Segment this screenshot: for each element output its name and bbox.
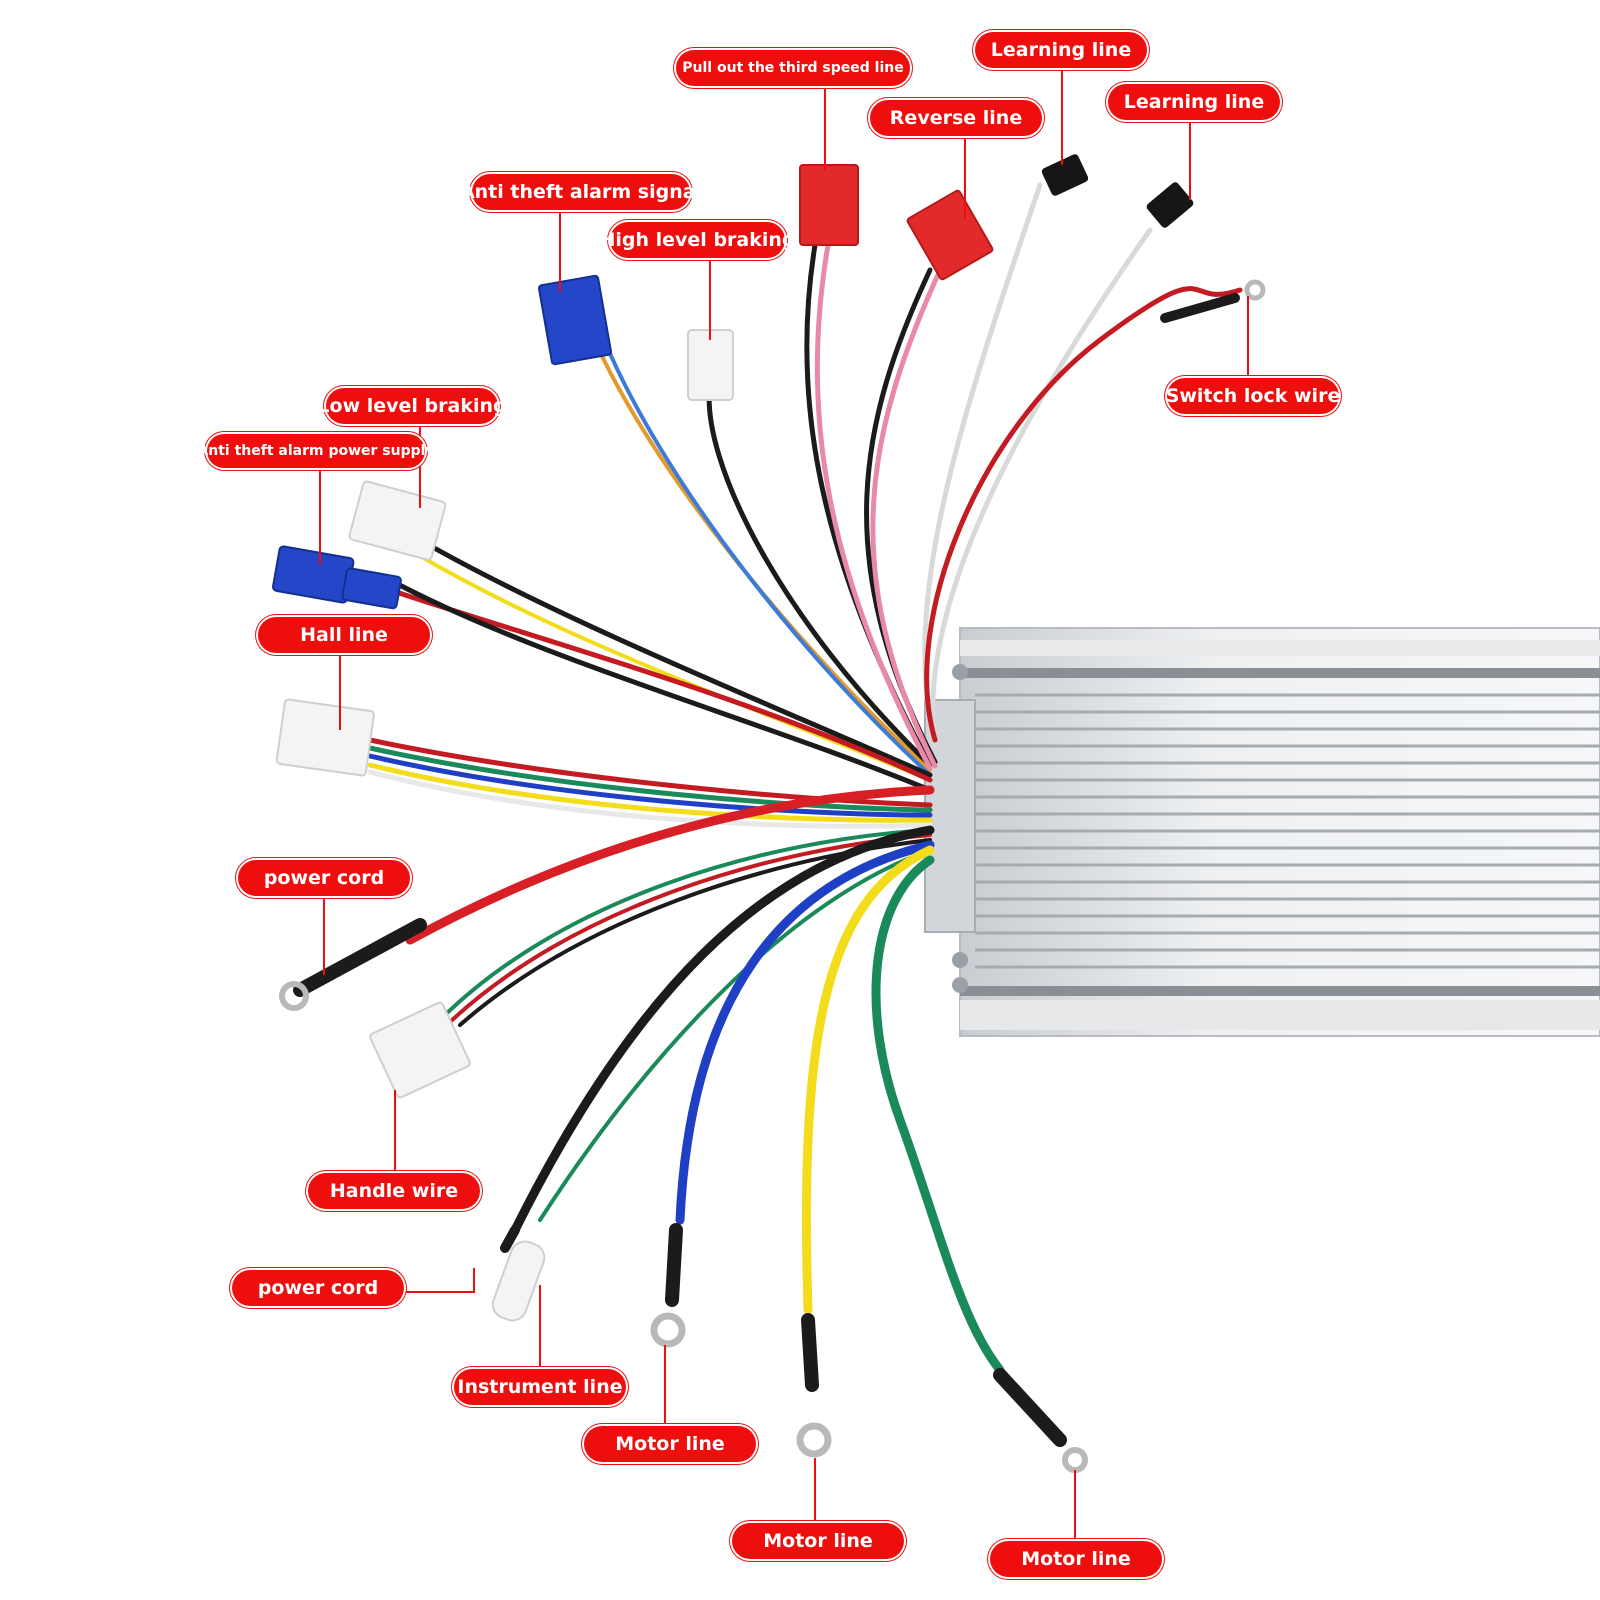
label-learning-line-1: Learning line (975, 32, 1147, 68)
label-high-level-braking: High level braking (599, 222, 796, 258)
leader-lines (319, 68, 1249, 1540)
label-pull-third-speed: Pull out the third speed line (676, 50, 910, 86)
hall-wires (367, 737, 933, 829)
label-learning-line-2: Learning line (1108, 84, 1280, 120)
connectors (271, 154, 1194, 1322)
label-power-cord-1: power cord (238, 860, 410, 896)
label-handle-wire: Handle wire (308, 1173, 480, 1209)
label-hall-line: Hall line (258, 617, 430, 653)
label-reverse-line: Reverse line (870, 100, 1042, 136)
label-instrument-line: Instrument line (454, 1369, 626, 1405)
label-power-cord-2: power cord (232, 1270, 404, 1306)
lower-wires (405, 785, 1005, 1375)
heatsink-fins (975, 693, 1600, 969)
label-motor-line-2: Motor line (732, 1523, 904, 1559)
upper-wires (387, 182, 1243, 793)
label-motor-line-1: Motor line (584, 1426, 756, 1462)
label-motor-line-3: Motor line (990, 1541, 1162, 1577)
label-low-level-braking: Low level braking (317, 388, 507, 424)
label-anti-theft-alarm-power-supply: Anti theft alarm power supply (197, 434, 435, 468)
controller-housing (924, 627, 1600, 1037)
label-anti-theft-alarm-signal: Anti theft alarm signal (460, 174, 702, 210)
label-switch-lock-wire: Switch lock wire (1166, 378, 1340, 414)
ring-terminals (279, 279, 1266, 1473)
